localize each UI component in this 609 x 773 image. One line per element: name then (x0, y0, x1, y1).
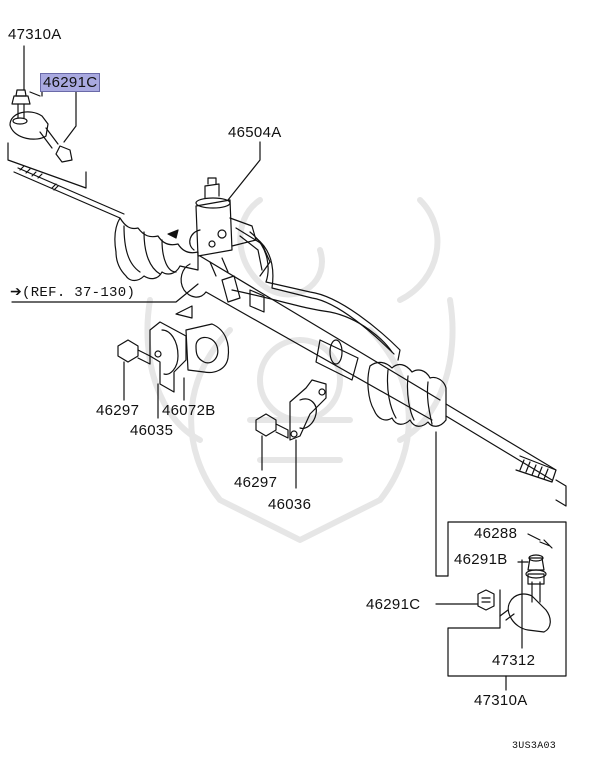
ref-leader (11, 283, 199, 303)
label-46035: 46035 (130, 422, 174, 439)
diagram-code: 3US3A03 (512, 741, 557, 752)
label-46072B: 46072B (162, 402, 216, 419)
clamp-46036 (289, 379, 327, 441)
label-47310A-bottom: 47310A (474, 692, 528, 709)
rack-housing (114, 177, 557, 483)
leader-46504A (227, 141, 261, 201)
bushing-46072B (185, 323, 230, 374)
label-46288: 46288 (474, 525, 518, 542)
bolt-46297-left (117, 339, 151, 365)
leader-46291C-nut (63, 89, 79, 143)
tie-rod-end-upper (9, 89, 73, 163)
watermark-logo (144, 197, 456, 543)
label-46291C-highlighted[interactable]: 46291C (40, 73, 101, 92)
label-46297-left: 46297 (96, 402, 140, 419)
right-arrow-icon: ➔ (10, 285, 23, 301)
ref-note: ➔(REF. 37-130) (10, 285, 135, 302)
rack-rod-left (13, 165, 125, 219)
leader-46288 (527, 533, 541, 541)
ref-text: (REF. 37-130) (22, 285, 136, 301)
tie-rod-box (447, 521, 567, 677)
label-47310A-top: 47310A (8, 26, 62, 43)
bolt-46297-mid (255, 413, 289, 439)
tie-rod-end-lower (499, 539, 553, 633)
label-46291B: 46291B (454, 551, 508, 568)
clamp-46035 (149, 305, 193, 393)
label-46036: 46036 (268, 496, 312, 513)
bracket-right-leader (435, 431, 449, 577)
bracket-right (555, 479, 567, 507)
label-46504A: 46504A (228, 124, 282, 141)
nut-46291C-lower (477, 589, 495, 611)
bracket-upper (7, 142, 87, 189)
label-46291C-lower: 46291C (366, 596, 421, 613)
label-47312: 47312 (492, 652, 536, 669)
label-46297-mid: 46297 (234, 474, 278, 491)
